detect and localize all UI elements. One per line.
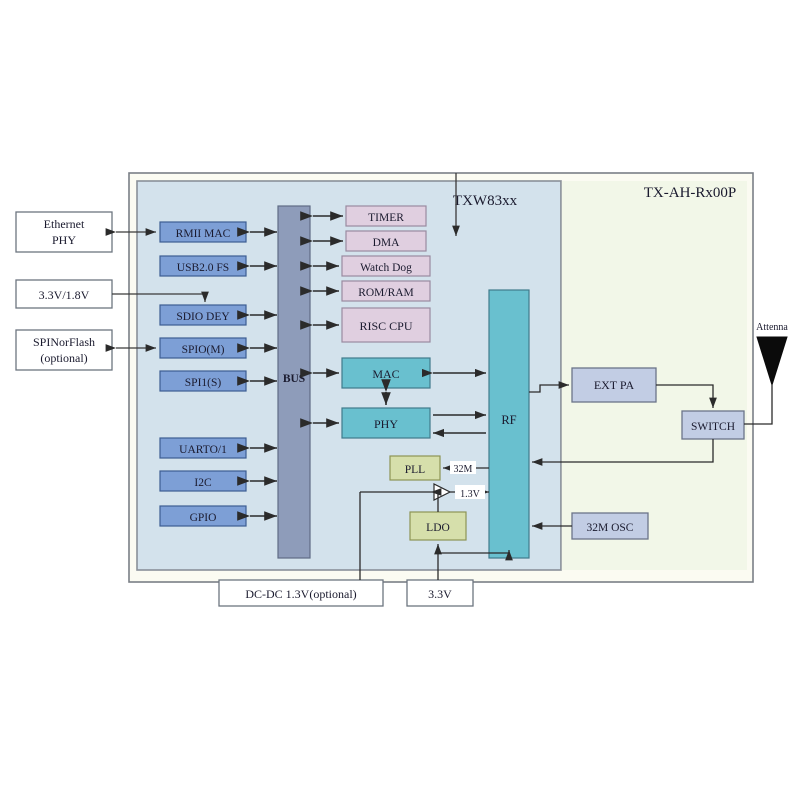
antenna-label: Attenna [756,322,788,333]
signal-1v3-bg [455,485,485,499]
wire-ldo-mux [431,488,442,512]
phy-label: PHY [374,417,398,431]
signal-1v3-label: 1.3V [460,489,481,500]
usb20-fs-label: USB2.0 FS [177,262,229,274]
external-box-spi-nor-flash: SPINorFlash (optional) [15,329,113,371]
peripheral-dma: DMA [345,230,427,252]
peripheral-spi1-s: SPI1(S) [159,370,247,392]
module-title: TX-AH-Rx00P [644,185,737,201]
osc-32m-label: 32M OSC [587,522,634,534]
vdd-3v3-label: 3.3V [428,587,452,601]
module-block-switch: SWITCH [681,410,745,440]
radio-block-mac: MAC [341,357,431,389]
antenna-icon [756,336,788,387]
peripheral-i2c: I2C [159,470,247,492]
spi1-s-label: SPI1(S) [185,377,222,389]
dc-dc-label: DC-DC 1.3V(optional) [245,587,356,601]
module-block-osc-32m: 32M OSC [571,512,649,540]
uart01-label: UARTO/1 [179,444,227,456]
peripheral-uart01: UARTO/1 [159,437,247,459]
pll-label: PLL [405,464,425,476]
analog-block-ldo: LDO [409,511,467,541]
signal-32m-bg [450,461,476,474]
mac-label: MAC [372,367,399,381]
rf-label: RF [501,413,516,427]
peripheral-rom-ram: ROM/RAM [341,280,431,302]
i2c-label: I2C [194,477,212,489]
analog-block-pll: PLL [389,455,441,481]
peripheral-timer: TIMER [345,205,427,227]
peripheral-spi0-m: SPIO(M) [159,337,247,359]
gpio-label: GPIO [190,512,217,524]
peripheral-gpio: GPIO [159,505,247,527]
module-block-ext-pa: EXT PA [571,367,657,403]
timer-label: TIMER [368,212,404,224]
radio-block-rf: RF [488,289,530,559]
rmii-mac-label: RMII MAC [176,228,231,240]
watch-dog-label: Watch Dog [360,262,412,274]
wire-antenna-switch [744,385,773,425]
peripheral-rmii-mac: RMII MAC [159,221,247,243]
wire-switch-rf-rx [532,439,714,466]
external-box-power-3v3-1v8: 3.3V/1.8V [15,279,113,309]
peripheral-sdio-dey: SDIO DEY [159,304,247,326]
bus-label: BUS [283,373,305,385]
peripheral-usb20-fs: USB2.0 FS [159,255,247,277]
sdio-dey-label: SDIO DEY [176,311,230,323]
rom-ram-label: ROM/RAM [358,287,414,299]
wire-rf-extpa [529,381,569,393]
spi0-m-label: SPIO(M) [182,344,225,356]
spi-nor-flash-line2: (optional) [40,351,87,365]
bus-block: BUS [277,205,311,559]
ethernet-phy-line1: Ethernet [44,217,85,231]
wire-extpa-switch [656,384,717,408]
dma-label: DMA [373,237,401,249]
external-box-vdd-3v3: 3.3V [406,579,474,607]
power-3v3-1v8-label: 3.3V/1.8V [39,288,90,302]
ldo-label: LDO [426,522,450,534]
ext-pa-label: EXT PA [594,378,635,392]
peripheral-risc-cpu: RISC CPU [341,307,431,343]
signal-32m-label: 32M [454,464,473,475]
external-box-dc-dc: DC-DC 1.3V(optional) [218,579,384,607]
spi-nor-flash-line1: SPINorFlash [33,335,95,349]
wire-power-to-sdio [112,291,209,302]
radio-block-phy: PHY [341,407,431,439]
wire-3v3-rf [438,550,513,561]
ethernet-phy-line2: PHY [52,233,76,247]
switch-label: SWITCH [691,421,735,433]
soc-title: TXW83xx [453,193,518,209]
peripheral-watch-dog: Watch Dog [341,255,431,277]
risc-cpu-label: RISC CPU [359,319,412,333]
external-box-ethernet-phy: Ethernet PHY [15,211,113,253]
